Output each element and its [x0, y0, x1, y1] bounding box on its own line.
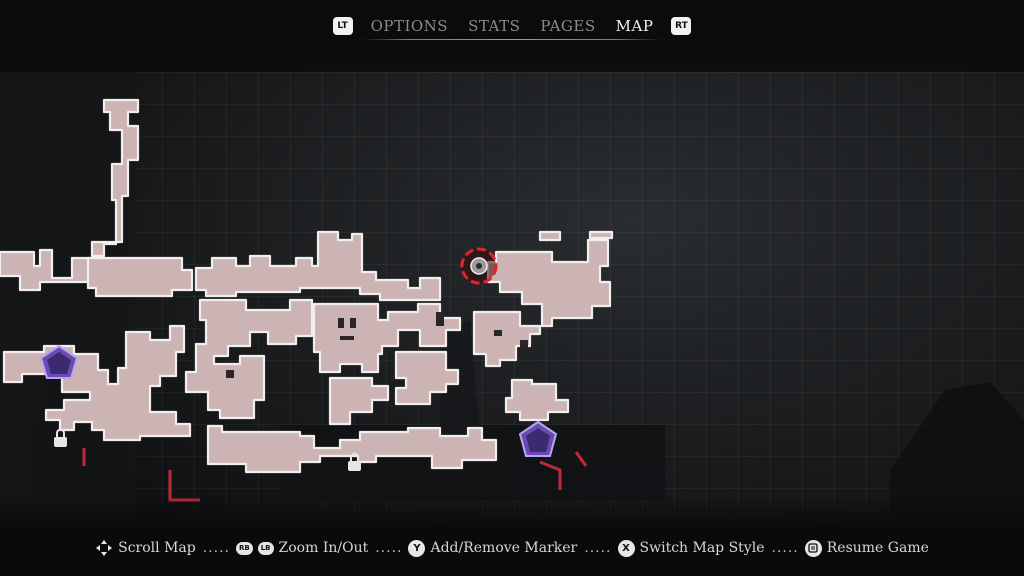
bottom-shade — [0, 496, 1024, 576]
hint-separator: ..... — [771, 540, 799, 556]
hint-resume: Resume Game — [804, 539, 929, 557]
lb-button-icon: LB — [257, 541, 274, 555]
tab-stats[interactable]: STATS — [468, 17, 521, 35]
player-location-marker — [460, 247, 498, 285]
room-central-west — [184, 298, 314, 420]
lock-icon — [348, 452, 361, 471]
room-lower-corridor — [206, 424, 498, 474]
save-shrine-icon[interactable] — [39, 344, 79, 379]
room-details — [226, 312, 528, 378]
hint-marker: Y Add/Remove Marker ..... — [408, 539, 617, 557]
hint-separator: ..... — [375, 540, 403, 556]
save-shrine-icon[interactable] — [518, 420, 558, 457]
room-chamber — [394, 350, 460, 406]
hint-scroll-map: Scroll Map ..... — [95, 539, 236, 557]
hint-label: Zoom In/Out — [278, 540, 369, 556]
tab-options[interactable]: OPTIONS — [370, 17, 449, 35]
room-corridor — [0, 248, 92, 292]
hint-label: Scroll Map — [118, 540, 196, 556]
room-west-wing — [2, 324, 192, 442]
tab-pages[interactable]: PAGES — [540, 17, 596, 35]
room-layout — [0, 98, 614, 474]
rb-button-icon: RB — [235, 541, 253, 555]
hint-label: Add/Remove Marker — [430, 540, 578, 556]
menu-button-icon — [804, 539, 822, 557]
dpad-icon — [96, 540, 113, 556]
hint-separator: ..... — [584, 540, 612, 556]
room-east-mid — [472, 310, 542, 368]
control-hints: Scroll Map ..... RB LB Zoom In/Out .....… — [0, 537, 1024, 559]
left-trigger-button[interactable]: LT — [332, 17, 353, 35]
hint-separator: ..... — [202, 540, 230, 556]
room-central-low — [328, 376, 390, 426]
room-shaft — [90, 98, 140, 258]
room-east-top — [538, 230, 614, 242]
room-east-low — [504, 378, 570, 422]
tab-map[interactable]: MAP — [615, 17, 654, 35]
top-shade — [0, 0, 1024, 72]
menu-tab-bar: LT OPTIONS STATS PAGES MAP RT — [0, 11, 1024, 41]
right-trigger-button[interactable]: RT — [671, 17, 692, 35]
lock-icon — [54, 428, 67, 447]
x-button-icon: X — [617, 539, 635, 557]
tab-underline — [362, 39, 662, 40]
room-hall — [86, 256, 194, 298]
hint-map-style: X Switch Map Style ..... — [617, 539, 805, 557]
hint-zoom: RB LB Zoom In/Out ..... — [235, 540, 409, 556]
y-button-icon: Y — [408, 539, 426, 557]
room-east-upper — [486, 238, 612, 328]
hint-label: Switch Map Style — [639, 540, 765, 556]
room-upper-band — [194, 230, 442, 302]
hint-label: Resume Game — [826, 540, 929, 556]
